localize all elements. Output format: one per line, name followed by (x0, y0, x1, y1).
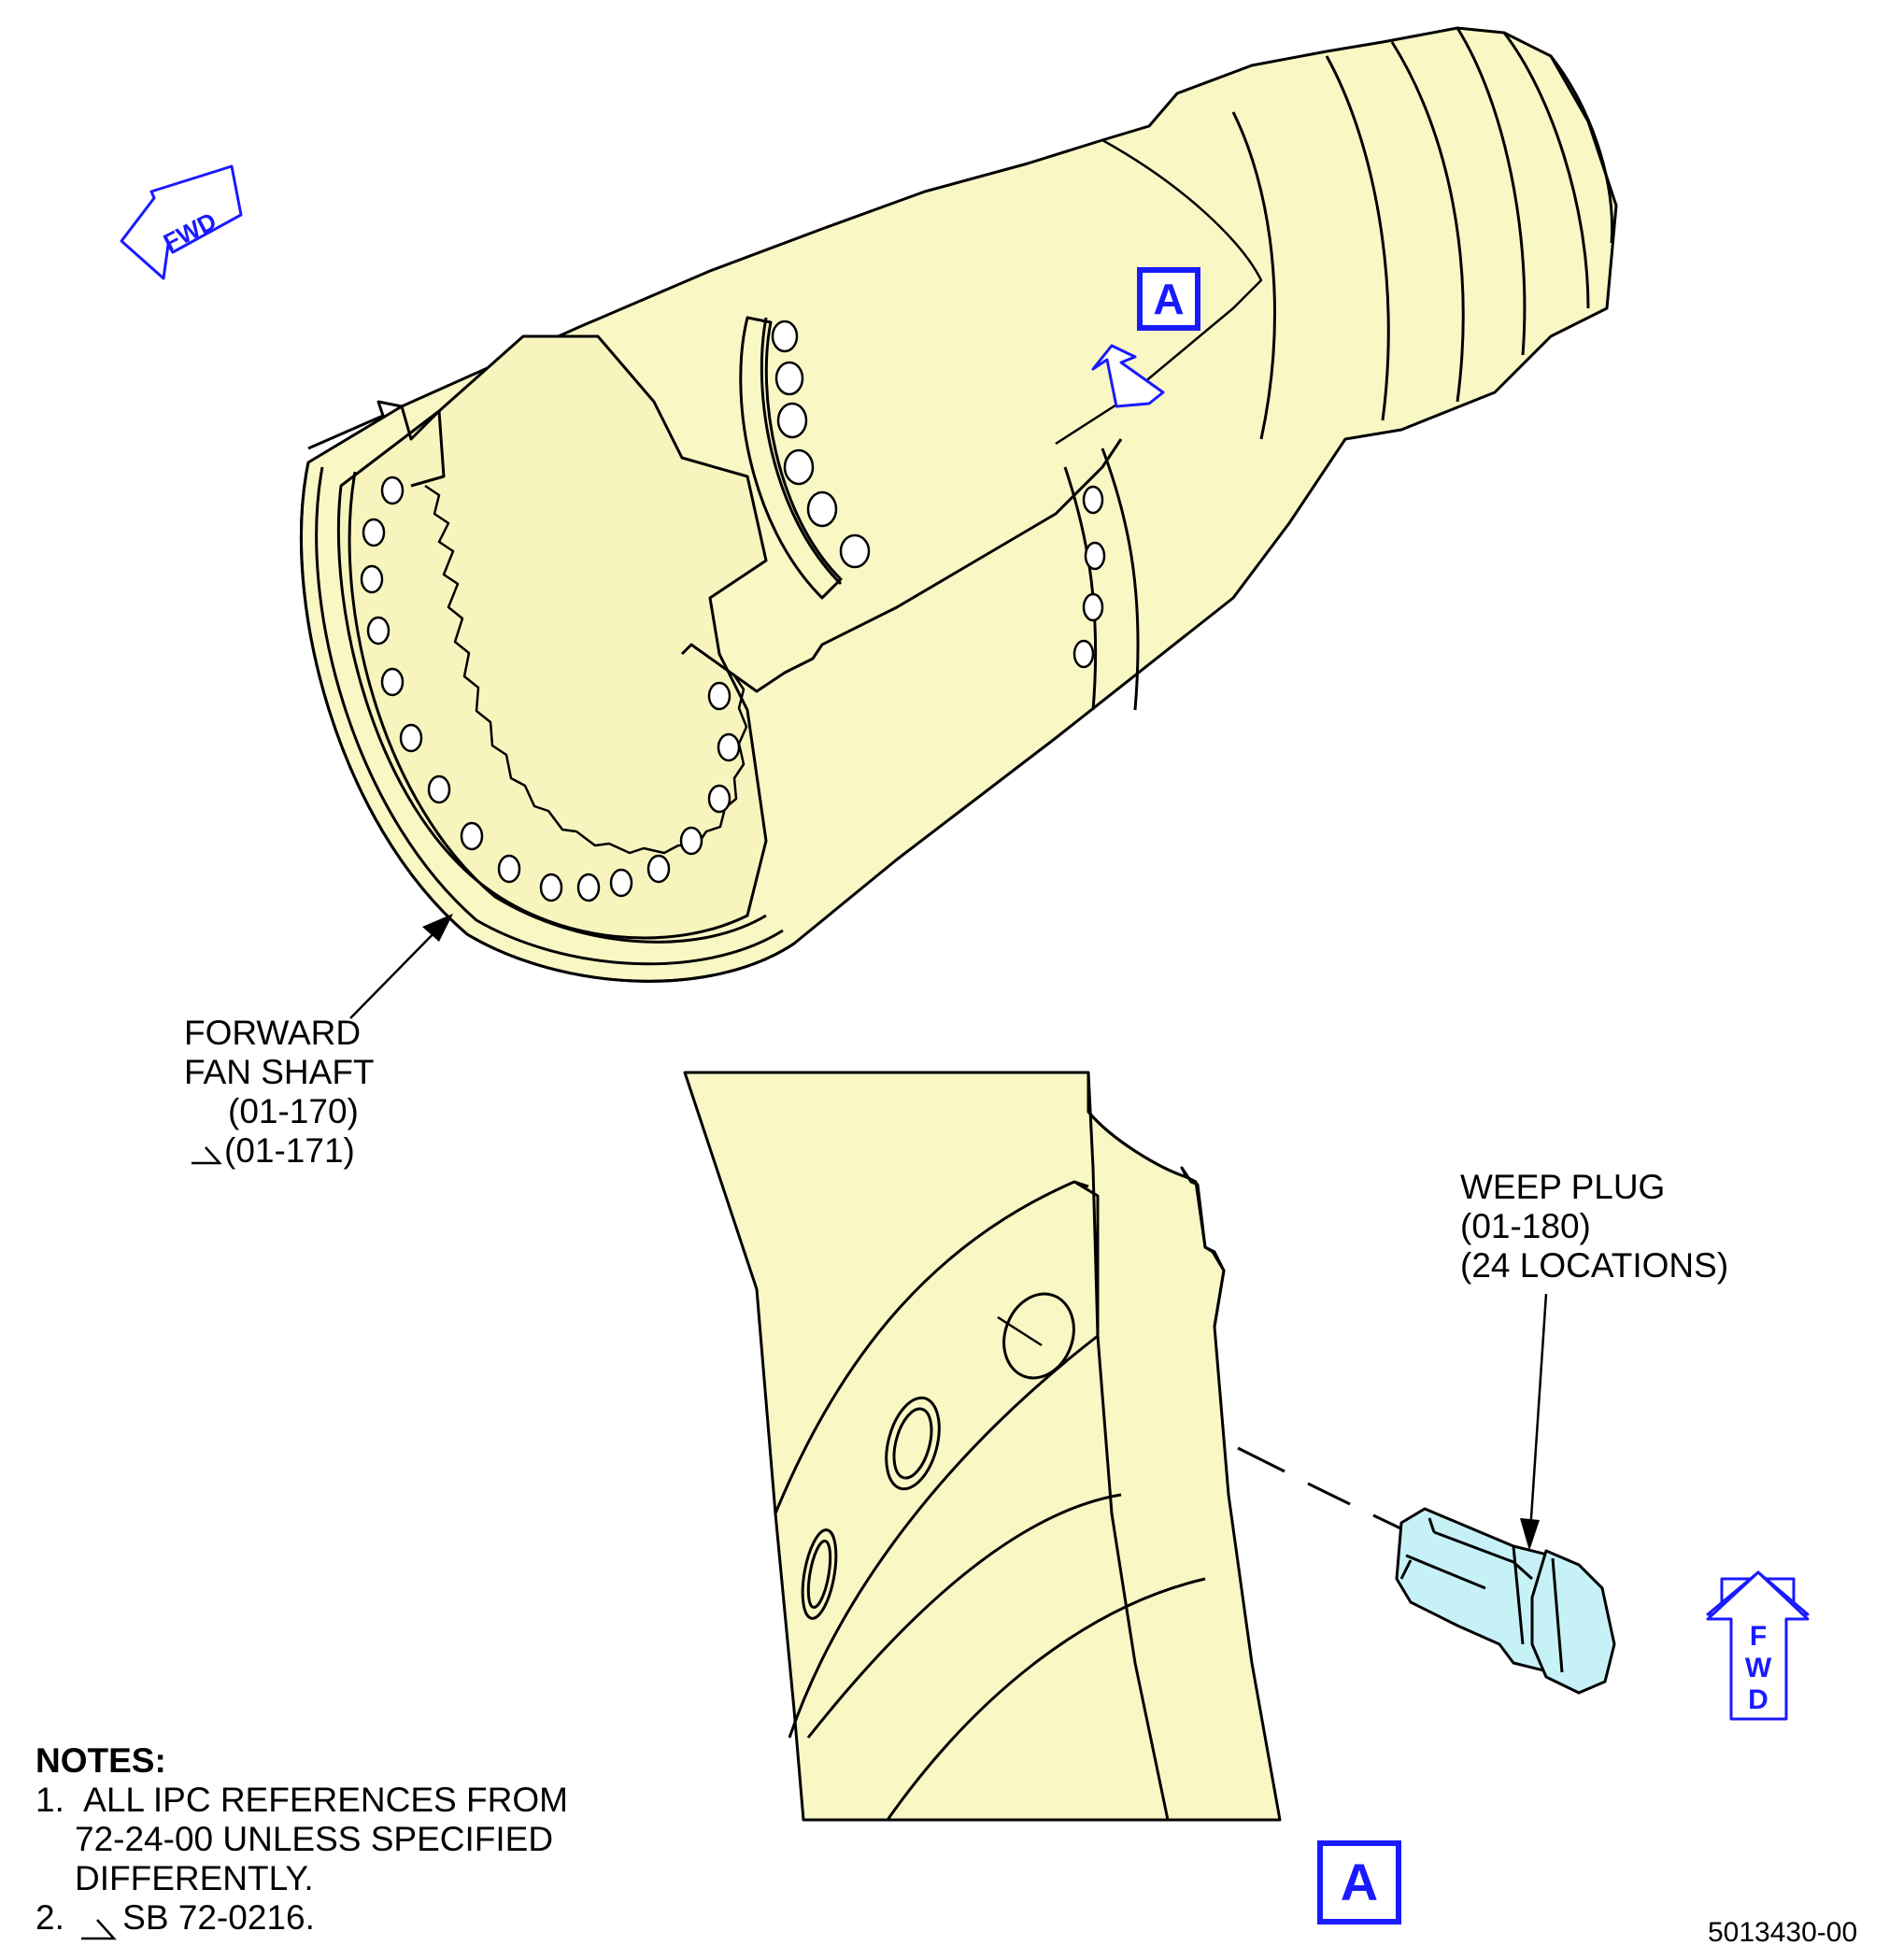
weep-plug-line3: (24 LOCATIONS) (1460, 1246, 1729, 1285)
forward-flange-outer (299, 462, 795, 983)
band-line-3 (1231, 111, 1276, 440)
weep-plug-line2: (01-180) (1460, 1207, 1591, 1245)
forward-fan-shaft-line3: (01-170) (228, 1092, 359, 1130)
weep-plug-leader (1520, 1293, 1548, 1551)
forward-fan-shaft-line2: FAN SHAFT (184, 1053, 375, 1091)
view-a-arrow (1091, 344, 1165, 408)
forward-flange-bolts (360, 476, 741, 902)
forward-flange-ring-2 (348, 471, 767, 944)
spline-teeth (424, 484, 748, 855)
detail-web-line (1087, 1072, 1170, 1821)
notes-block: NOTES: 1. ALL IPC REFERENCES FROM 72-24-… (36, 1741, 568, 1938)
note-2-number: 2. (36, 1898, 64, 1937)
detail-a-drawing (683, 1071, 1282, 1822)
cutaway-rear-flange (739, 316, 843, 600)
weep-plug-hex (1530, 1549, 1616, 1695)
note-1-line3: DIFFERENTLY. (75, 1859, 314, 1897)
band-line-7 (1502, 32, 1590, 309)
fwd-vertical-arrow-icon (1706, 1570, 1810, 1721)
view-a-callout-top: A (1137, 267, 1200, 331)
cutaway-cut-edge-bottom (680, 438, 1123, 693)
fwd-letter-f: F (1749, 1621, 1768, 1652)
mid-band-holes (1072, 485, 1106, 669)
sb-effectivity-flag-icon (192, 1146, 222, 1165)
weep-plug-flange-line (1512, 1545, 1564, 1673)
note-1: 1. ALL IPC REFERENCES FROM (36, 1781, 568, 1820)
cutaway-rear-flange-inner (760, 317, 843, 586)
detail-band-step (1073, 1180, 1100, 1336)
view-a-callout-bottom: A (1317, 1840, 1401, 1924)
detail-band-upper (774, 1180, 1089, 1514)
note-2-line1: SB 72-0216. (122, 1898, 315, 1937)
leader-arrow-icon (422, 914, 453, 942)
weep-plug-slot (1399, 1517, 1534, 1590)
reference-number: 5013430-00 (1708, 1917, 1858, 1948)
detail-band-lower-3 (886, 1577, 1206, 1821)
forward-fan-shaft-label: FORWARD FAN SHAFT (01-170) (01-171) (184, 1014, 375, 1171)
cutaway-cut-edge-top (307, 400, 446, 488)
note-1-number: 1. (36, 1781, 64, 1819)
note-2: 2. SB 72-0216. (36, 1898, 568, 1938)
sb-effectivity-flag-icon (81, 1919, 117, 1940)
band-line-4 (1325, 55, 1390, 421)
hole-centerline (997, 1315, 1043, 1347)
band-line-5 (1390, 41, 1465, 403)
fwd-letter-d: D (1748, 1684, 1768, 1715)
forward-fan-shaft-leader (349, 914, 453, 1019)
fwd-letter-w: W (1744, 1653, 1772, 1683)
detail-flange-edge (1087, 1111, 1226, 1328)
notes-title: NOTES: (36, 1741, 166, 1780)
fwd-vertical-label: F W D (1740, 1621, 1777, 1716)
band-line-8 (1549, 55, 1614, 244)
note-1-line1: ALL IPC REFERENCES FROM (83, 1781, 568, 1819)
forward-flange-ring-1 (315, 466, 784, 966)
band-line-6 (1456, 27, 1527, 356)
band-line-2 (1101, 447, 1140, 711)
weep-plug-line1: WEEP PLUG (1460, 1168, 1666, 1206)
forward-fan-shaft-line1: FORWARD (184, 1014, 362, 1052)
note-1-line2: 72-24-00 UNLESS SPECIFIED (75, 1820, 554, 1858)
detail-band-lower-2 (806, 1493, 1122, 1739)
detail-band-lower (788, 1334, 1099, 1739)
forward-fan-shaft-drawing (299, 26, 1618, 983)
weep-plug-label: WEEP PLUG (01-180) (24 LOCATIONS) (1460, 1168, 1728, 1285)
mid-surface-line (1055, 138, 1263, 446)
fwd-arrow-icon (120, 164, 243, 280)
leader-arrow-icon (1520, 1518, 1540, 1551)
weep-plug-part (1395, 1507, 1616, 1695)
rear-flange-bolts (771, 320, 871, 569)
view-arrow-icon (1091, 344, 1165, 408)
forward-fan-shaft-line4: (01-171) (224, 1131, 355, 1170)
